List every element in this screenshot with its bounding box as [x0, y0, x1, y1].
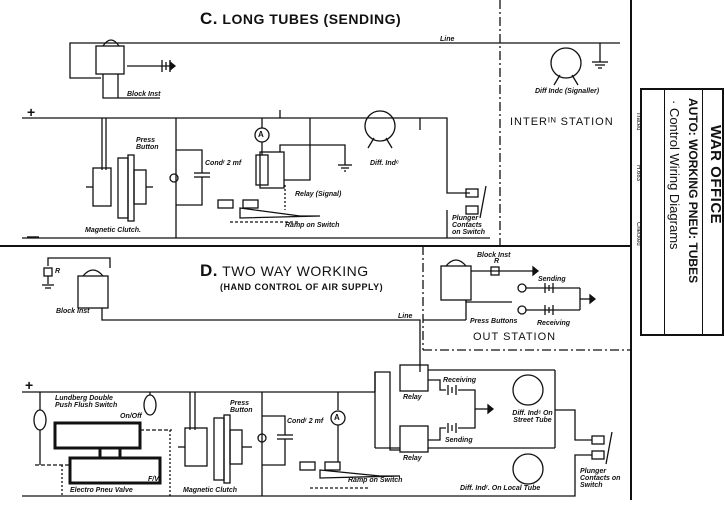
label-relay-bottom: Relay: [403, 455, 422, 462]
label-press-button-d: Press Button: [230, 400, 253, 414]
lundberg-switch-right: [143, 394, 157, 416]
label-lundberg-switch: Lundberg Double Push Flush Switch: [55, 395, 118, 409]
block-inst-d-left: [77, 275, 109, 309]
line-wire-c: [69, 42, 620, 79]
ammeter-label-d: A: [334, 413, 340, 422]
press-button-sending: [517, 283, 527, 293]
diff-indicator-street: [512, 374, 544, 406]
label-diff-indc-c: Diff. Indᶜ: [370, 160, 399, 167]
label-diff-indc-street: Diff. Indᶜ On Street Tube: [512, 410, 553, 424]
label-plunger-contacts-d: Plunger Contacts on Switch: [580, 468, 621, 489]
press-button-d: [257, 433, 267, 443]
section-c-title: C. LONG TUBES (SENDING): [200, 10, 401, 27]
relay-signal-c: [259, 151, 285, 189]
label-plunger-contacts-c: Plunger Contacts on Switch: [452, 215, 486, 236]
earth-symbol: [42, 284, 54, 289]
press-button-receiving: [517, 305, 527, 315]
label-block-inst: Block Inst: [127, 91, 161, 98]
label-block-inst-out: Block Inst: [477, 252, 511, 259]
relay-bottom: [399, 425, 429, 453]
label-ramp-on-switch-d: Ramp on Switch: [348, 477, 403, 484]
section-c-letter: C.: [200, 9, 218, 28]
magnetic-clutch-d: [178, 414, 252, 484]
label-fv: F/V: [148, 476, 159, 483]
section-d-letter: D.: [200, 261, 218, 280]
section-d-subtitle: (HAND CONTROL OF AIR SUPPLY): [220, 282, 384, 292]
title-block: WAR OFFICE AUTO: WORKING PNEU: TUBES · C…: [640, 88, 724, 336]
relay-coil-c: [255, 154, 269, 186]
block-inst-out: [440, 265, 472, 301]
electro-pneu-valve: [53, 421, 162, 485]
wire: [102, 74, 160, 99]
title-block-subtitle: · Control Wiring Diagrams: [667, 100, 682, 250]
label-sending-d: Sending: [445, 437, 473, 444]
title-block-org: WAR OFFICE: [707, 125, 724, 225]
diff-indicator-local: [512, 453, 544, 485]
plunger-contact: [591, 435, 605, 445]
arrow-icon: [169, 60, 177, 72]
title-block-note-traced: Traced: [635, 112, 641, 131]
lundberg-switch-left: [33, 409, 47, 431]
switch-contact: [217, 199, 234, 209]
ammeter-label-c: A: [258, 130, 264, 139]
title-block-title: AUTO: WORKING PNEU: TUBES: [686, 98, 700, 284]
label-condr-c: Condʳ 2 mf: [205, 160, 242, 167]
label-electro-pneu-valve: Electro Pneu Valve: [70, 487, 133, 494]
title-block-divider: [664, 90, 665, 334]
label-magnetic-clutch-d: Magnetic Clutch: [183, 487, 238, 494]
label-relay-top: Relay: [403, 394, 422, 401]
resistor-r: [43, 267, 53, 277]
label-out-station: OUT STATION: [473, 331, 557, 343]
label-press-button-c: Press Button: [136, 137, 159, 151]
positive-rail-c: [22, 117, 421, 130]
section-d-title-text: TWO WAY WORKING: [222, 263, 369, 279]
label-ramp-on-switch-c: Ramp on Switch: [285, 222, 340, 229]
label-line-d: Line: [398, 313, 413, 320]
bell-icon: [102, 39, 120, 47]
label-condr-d: Condʳ 2 mf: [287, 418, 324, 425]
title-block-divider: [702, 90, 703, 334]
ramp-on-switch-c: [239, 207, 321, 219]
earth-symbol-c: [592, 61, 608, 69]
label-sending-out: Sending: [538, 276, 566, 283]
diff-indicator-c: [364, 110, 396, 142]
label-receiving-d: Receiving: [443, 377, 477, 384]
label-diff-indc-signaller: Diff Indc (Signaller): [535, 88, 600, 95]
block-inst-c: [95, 45, 125, 75]
diff-indicator-signaller: [550, 47, 582, 79]
resistor-r-out: [490, 266, 500, 276]
label-on-off: On/Off: [120, 413, 142, 420]
section-c-title-text: LONG TUBES (SENDING): [222, 11, 402, 27]
label-plus-c: +: [27, 104, 36, 120]
section-d-title: D. TWO WAY WORKING: [200, 262, 369, 279]
label-diff-indr-local: Diff. Indʳ. On Local Tube: [460, 485, 541, 492]
label-block-inst-left: Block Inst: [56, 308, 90, 315]
plunger-contact: [465, 188, 479, 198]
magnetic-clutch-c: [86, 154, 153, 222]
label-magnetic-clutch-c: Magnetic Clutch.: [85, 227, 142, 234]
label-line: Line: [440, 36, 455, 43]
press-button-c: [169, 173, 179, 183]
label-r-left: R: [55, 268, 61, 275]
label-press-buttons: Press Buttons: [470, 318, 518, 325]
ramp-on-switch-d: [319, 469, 401, 479]
label-r-out: R: [494, 258, 500, 265]
earth-symbol: [338, 164, 352, 172]
title-block-note-checked: Checked: [635, 222, 641, 246]
label-receiving-out: Receiving: [537, 320, 571, 327]
label-minus-c: —: [27, 229, 39, 243]
battery-receiving-d: [447, 385, 457, 395]
label-relay-signal: Relay (Signal): [295, 191, 342, 198]
relay-top: [399, 364, 429, 392]
label-inter-station: INTERᴵᴺ STATION: [510, 116, 614, 128]
title-block-note-number: H.683: [635, 165, 641, 182]
battery-sending: [544, 283, 554, 293]
battery-receiving: [544, 305, 554, 315]
label-plus-d: +: [25, 377, 34, 393]
battery-sending-d: [447, 423, 457, 433]
